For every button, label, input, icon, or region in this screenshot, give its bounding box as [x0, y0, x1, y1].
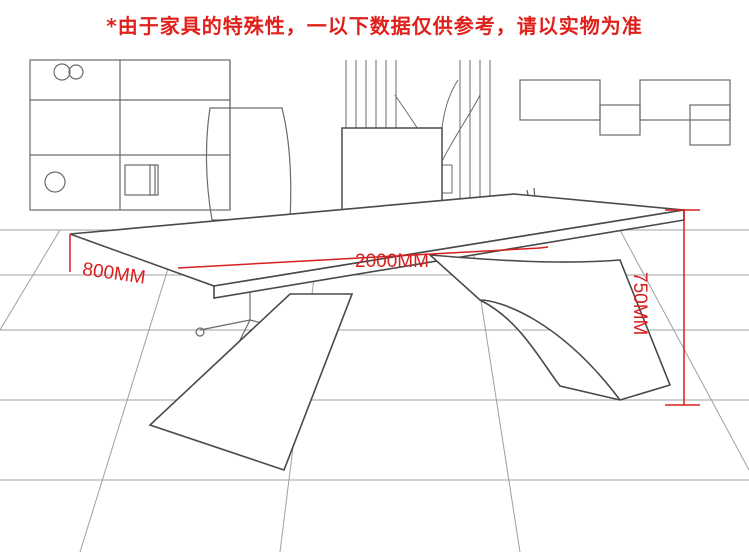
notice-text: *由于家具的特殊性，一以下数据仅供参考，请以实物为准	[106, 14, 643, 38]
width-dimension-label: 2000MM	[355, 251, 429, 272]
desk-sketch-illustration	[0, 59, 749, 552]
height-dimension-label: 750MM	[629, 272, 650, 336]
bookshelf	[29, 59, 231, 211]
desk	[69, 193, 685, 472]
dimension-lines	[69, 209, 700, 406]
sofa	[519, 79, 731, 146]
floor-tiles	[0, 229, 749, 552]
